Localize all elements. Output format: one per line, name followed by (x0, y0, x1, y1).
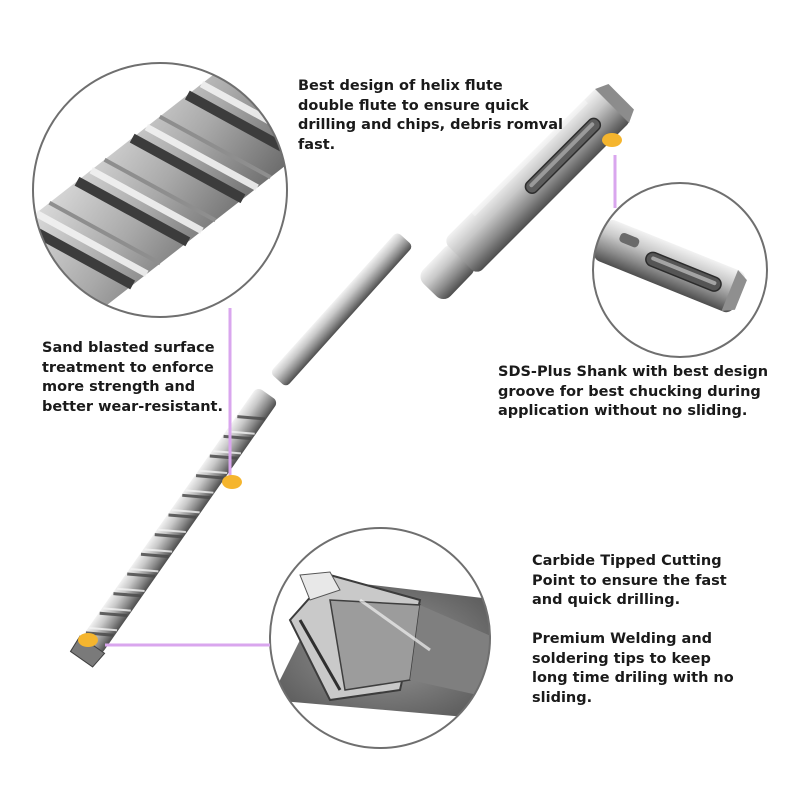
callout-line: better wear-resistant. (42, 398, 223, 415)
tip-closeup (269, 527, 491, 749)
callout-sand-blasted: Sand blasted surface treatment to enforc… (42, 339, 223, 417)
callout-line: Sand blasted surface (42, 340, 215, 356)
callout-line: and quick drilling. (532, 592, 681, 608)
marker-tip (78, 633, 98, 647)
callout-line: Point to ensure the fast (532, 572, 727, 589)
marker-helix (222, 475, 242, 489)
callout-line: Carbide Tipped Cutting (532, 553, 722, 569)
callout-line: fast. (298, 136, 336, 153)
callout-line: SDS-Plus Shank with best design (498, 364, 769, 380)
callout-line: groove for best chucking during (498, 383, 761, 400)
leader-lines (105, 155, 617, 647)
callout-line: treatment to enforce (42, 359, 214, 376)
sds-shank (446, 84, 634, 272)
fluted-section (69, 388, 277, 668)
callout-line: Best design of helix flute (298, 78, 503, 94)
callout-line: sliding. (532, 689, 593, 706)
callout-line: soldering tips to keep (532, 650, 711, 667)
drill-bit-body (69, 84, 634, 668)
callout-line: double flute to ensure quick (298, 97, 529, 114)
callout-line: Premium Welding and (532, 631, 713, 647)
callout-line: more strength and (42, 379, 196, 395)
callout-line: drilling and chips, debris romval (298, 117, 563, 133)
callout-sds-plus: SDS-Plus Shank with best design groove f… (498, 363, 768, 422)
callout-line: application without no sliding. (498, 403, 748, 419)
shank-closeup (592, 182, 768, 358)
callout-carbide-tip: Carbide Tipped Cutting Point to ensure t… (532, 552, 727, 611)
helix-closeup (32, 62, 288, 318)
callout-welding: Premium Welding and soldering tips to ke… (532, 630, 734, 708)
callout-line: long time driling with no (532, 670, 734, 686)
marker-dots (78, 133, 622, 647)
marker-shank (602, 133, 622, 147)
callout-helix-flute: Best design of helix flute double flute … (298, 77, 563, 155)
